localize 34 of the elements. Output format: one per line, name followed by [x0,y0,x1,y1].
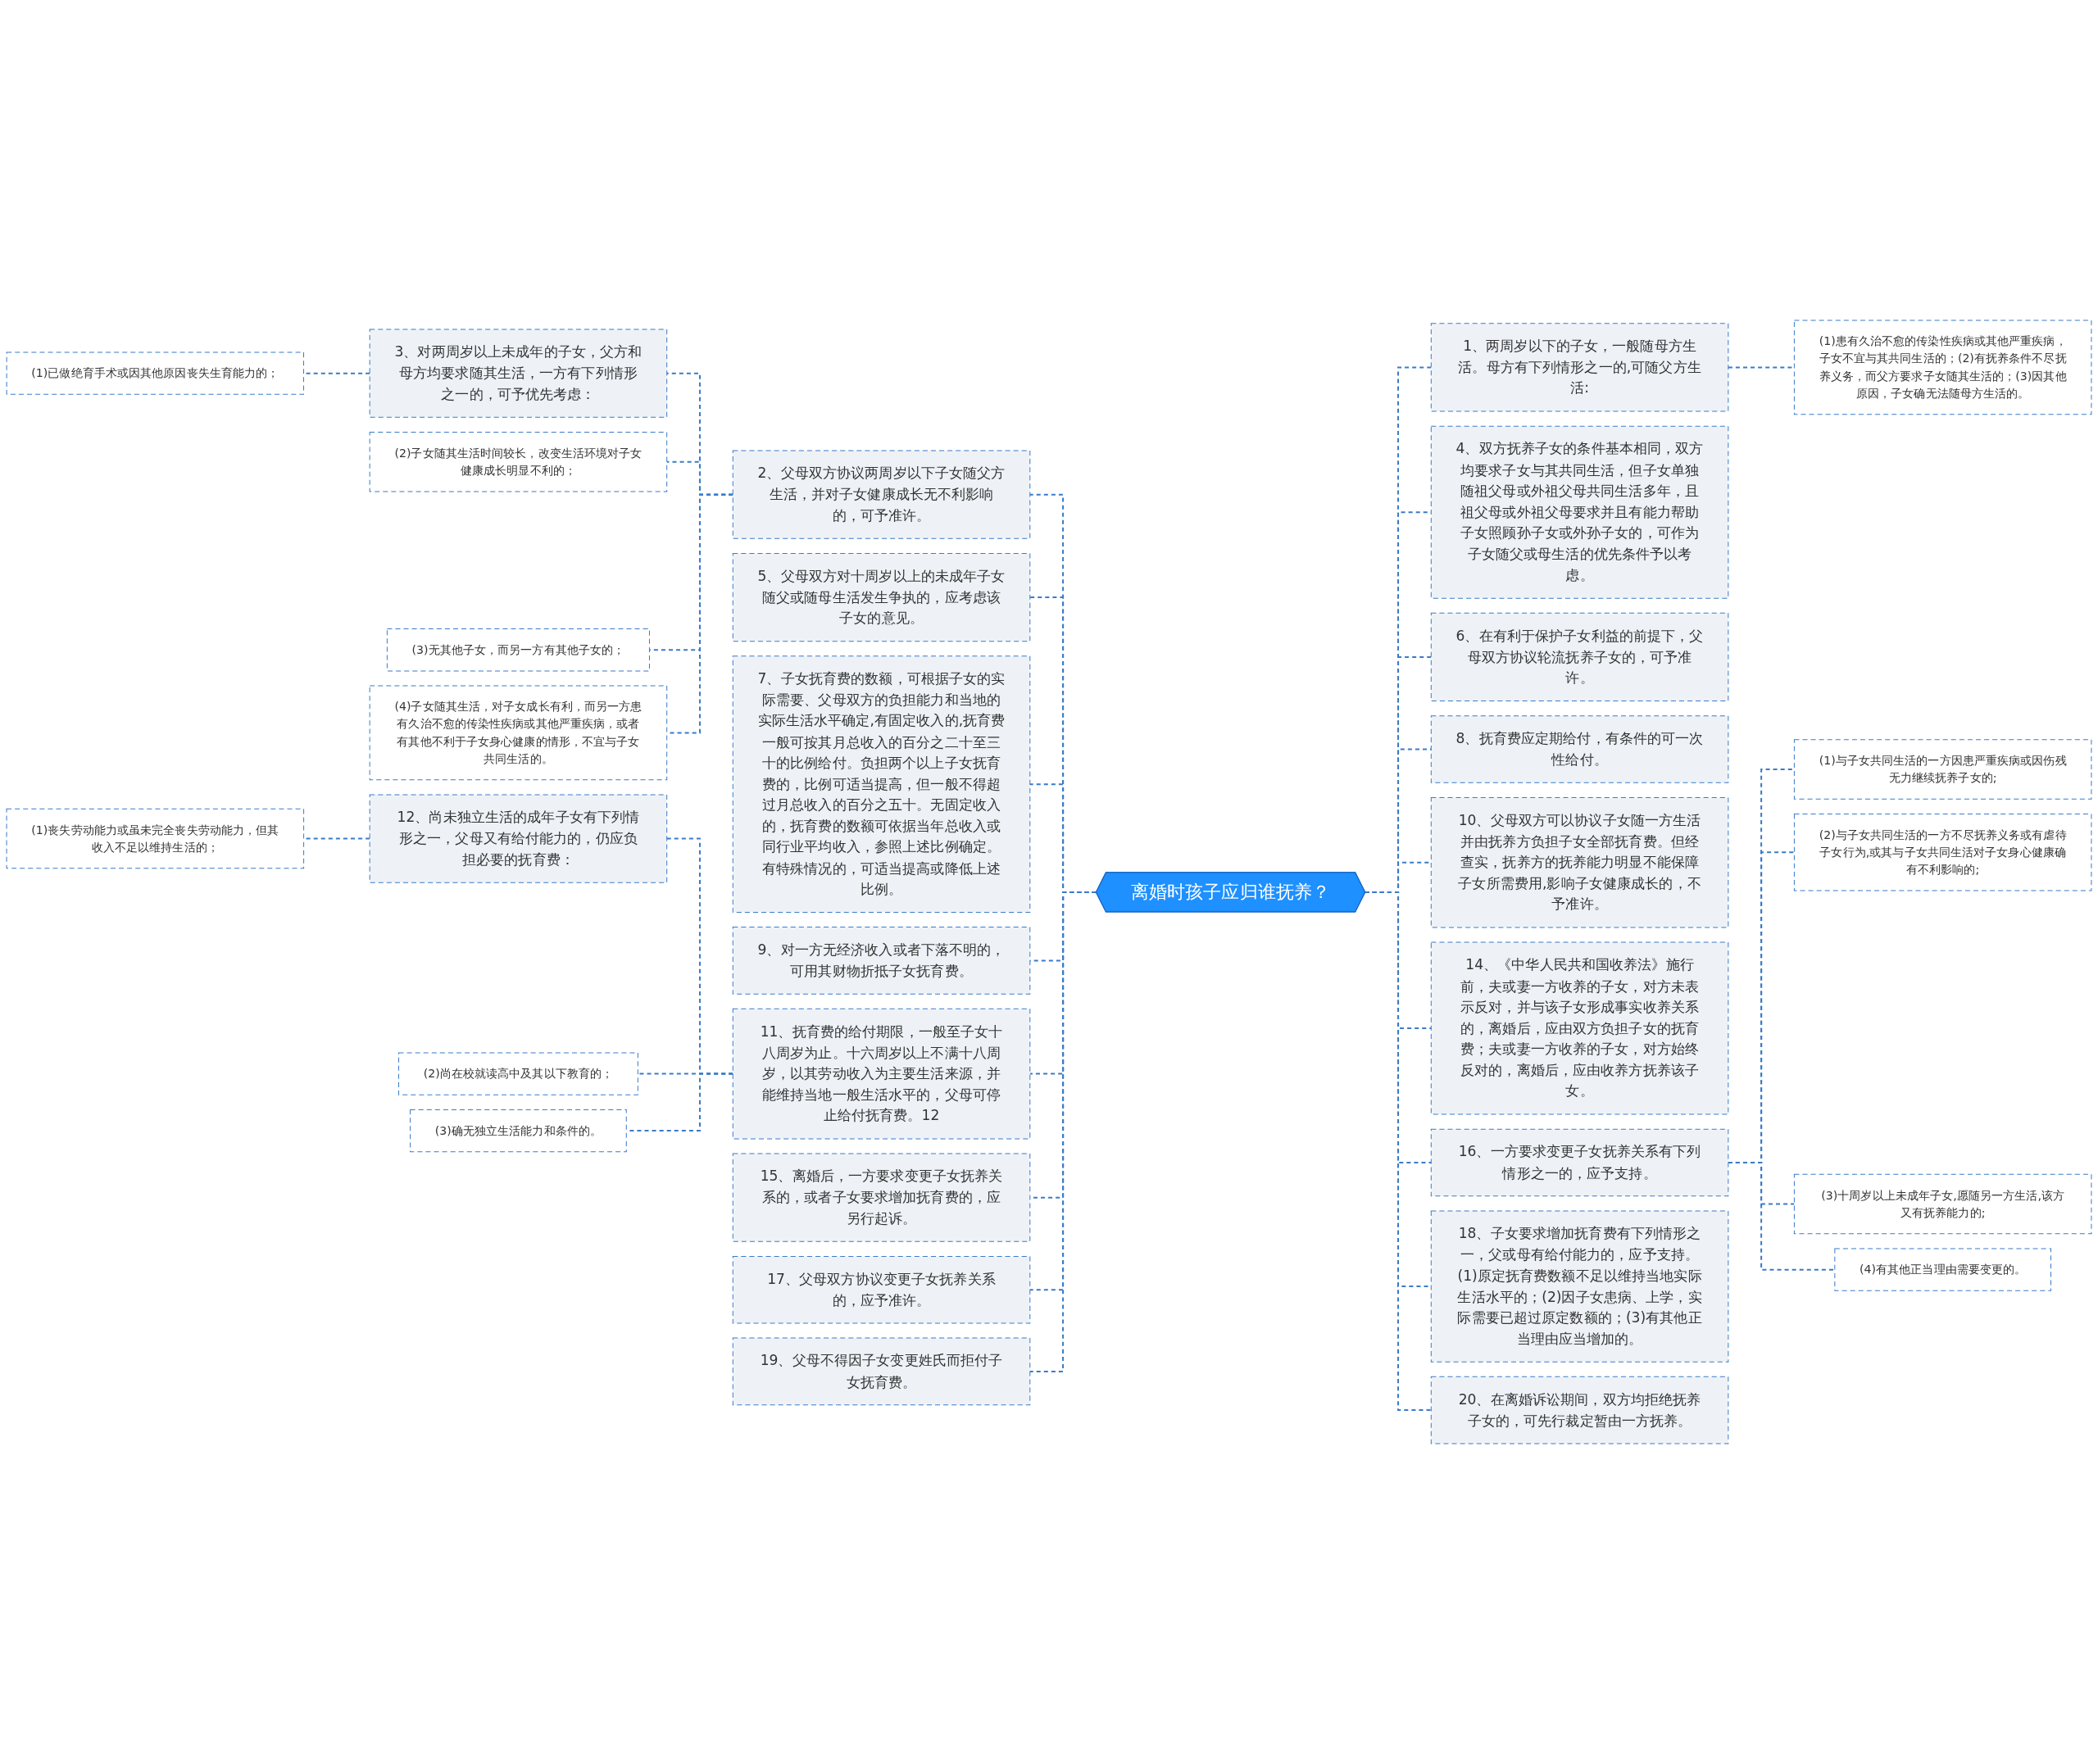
node-box: (1)患有久治不愈的传染性疾病或其他严重疾病，子女不宜与其共同生活的；(2)有抚养条件不尽抚养义务，而父方要求子女随其生活的；(3)因其他原因，子女确无法随母方生活的。 [1793,320,2092,415]
node-box: (1)丧失劳动能力或虽未完全丧失劳动能力，但其收入不足以维持生活的； [6,808,305,869]
node-box: 18、子女要求增加抚育费有下列情形之一，父或母有给付能力的，应予支持。(1)原定抚育费数额不足以维持当地实际生活水平的；(2)因子女患病、上学，实际需要已超过原定数额的；(3)有其他正当理由应当增加的。 [1430,1210,1729,1363]
node-box: 1、两周岁以下的子女，一般随母方生活。母方有下列情形之一的,可随父方生活: [1430,323,1729,412]
node-box: 4、双方抚养子女的条件基本相同，双方均要求子女与其共同生活，但子女单独随祖父母或外祖父母共同生活多年，且祖父母或外祖父母要求并且有能力帮助子女照顾孙子女或外孙子女的，可作为子女随父或母生活的优先条件予以考虑。 [1430,425,1729,599]
node-box: (1)与子女共同生活的一方因患严重疾病或因伤残无力继续抚养子女的; [1793,739,2092,800]
node-box: 17、父母双方协议变更子女抚养关系的，应予准许。 [732,1255,1031,1324]
connector [1029,891,1097,1372]
connector [1728,1162,1835,1271]
node-box: 2、父母双方协议两周岁以下子女随父方生活，并对子女健康成长无不利影响的，可予准许。 [732,450,1031,539]
node-box: (3)确无独立生活能力和条件的。 [410,1109,627,1153]
node-box: 16、一方要求变更子女抚养关系有下列情形之一的，应予支持。 [1430,1128,1729,1197]
node-box: (4)子女随其生活，对子女成长有利，而另一方患有久治不愈的传染性疾病或其他严重疾病，或者有其他不利于子女身心健康的情形，不宜与子女共同生活的。 [369,685,668,781]
node-box: 14、《中华人民共和国收养法》施行前，夫或妻一方收养的子女，对方未表示反对，并与该子女形成事实收养关系的，离婚后，应由双方负担子女的抚育费；夫或妻一方收养的子女，对方始终反对的，离婚后，应由收养方抚养该子女。 [1430,941,1729,1115]
connector [1365,891,1432,1412]
node-box: 11、抚育费的给付期限，一般至子女十八周岁为止。十六周岁以上不满十八周岁，以其劳动收入为主要生活来源，并能维持当地一般生活水平的，父母可停止给付抚育费。12 [732,1008,1031,1140]
node-box: 12、尚未独立生活的成年子女有下列情形之一，父母又有给付能力的，仍应负担必要的抚育费： [369,794,668,883]
node-box: 9、对一方无经济收入或者下落不明的，可用其财物折抵子女抚育费。 [732,927,1031,995]
node-box: 3、对两周岁以上未成年的子女，父方和母方均要求随其生活，一方有下列情形之一的，可予优先考虑： [369,329,668,418]
node-box: (2)子女随其生活时间较长，改变生活环境对子女健康成长明显不利的； [369,431,668,492]
node-box: 7、子女抚育费的数额，可根据子女的实际需要、父母双方的负担能力和当地的实际生活水平确定,有固定收入的,抚育费一般可按其月总收入的百分之二十至三十的比例给付。负担两个以上子女抚育费的，比例可适当提高，但一般不得超过月总收入的百分之五十。无固定收入的，抚育费的数额可依据当年总收入或同行业平均收入，参照上述比例确定。有特殊情况的，可适当提高或降低上述比例。 [732,655,1031,913]
node-box: 15、离婚后，一方要求变更子女抚养关系的，或者子女要求增加抚育费的，应另行起诉。 [732,1153,1031,1242]
node-box: 10、父母双方可以协议子女随一方生活并由抚养方负担子女全部抚育费。但经查实，抚养方的抚养能力明显不能保障子女所需费用,影响子女健康成长的，不予准许。 [1430,796,1729,928]
node-box: 19、父母不得因子女变更姓氏而拒付子女抚育费。 [732,1337,1031,1406]
node-box: 5、父母双方对十周岁以上的未成年子女随父或随母生活发生争执的，应考虑该子女的意见。 [732,552,1031,642]
node-box: 8、抚育费应定期给付，有条件的可一次性给付。 [1430,715,1729,783]
node-box: (3)十周岁以上未成年子女,愿随另一方生活,该方又有抚养能力的; [1793,1173,2092,1235]
node-box: (2)尚在校就读高中及其以下教育的； [397,1052,638,1095]
node-box: 20、在离婚诉讼期间，双方均拒绝抚养子女的，可先行裁定暂由一方抚养。 [1430,1376,1729,1444]
node-box: 6、在有利于保护子女利益的前提下，父母双方协议轮流抚养子女的，可予准许。 [1430,612,1729,702]
node-box: (2)与子女共同生活的一方不尽抚养义务或有虐待子女行为,或其与子女共同生活对子女身心健康确有不利影响的; [1793,813,2092,891]
node-box: (3)无其他子女，而另一方有其他子女的； [386,628,650,672]
node-box: (1)已做绝育手术或因其他原因丧失生育能力的； [6,351,305,395]
node-box: (4)有其他正当理由需要变更的。 [1834,1248,2052,1291]
